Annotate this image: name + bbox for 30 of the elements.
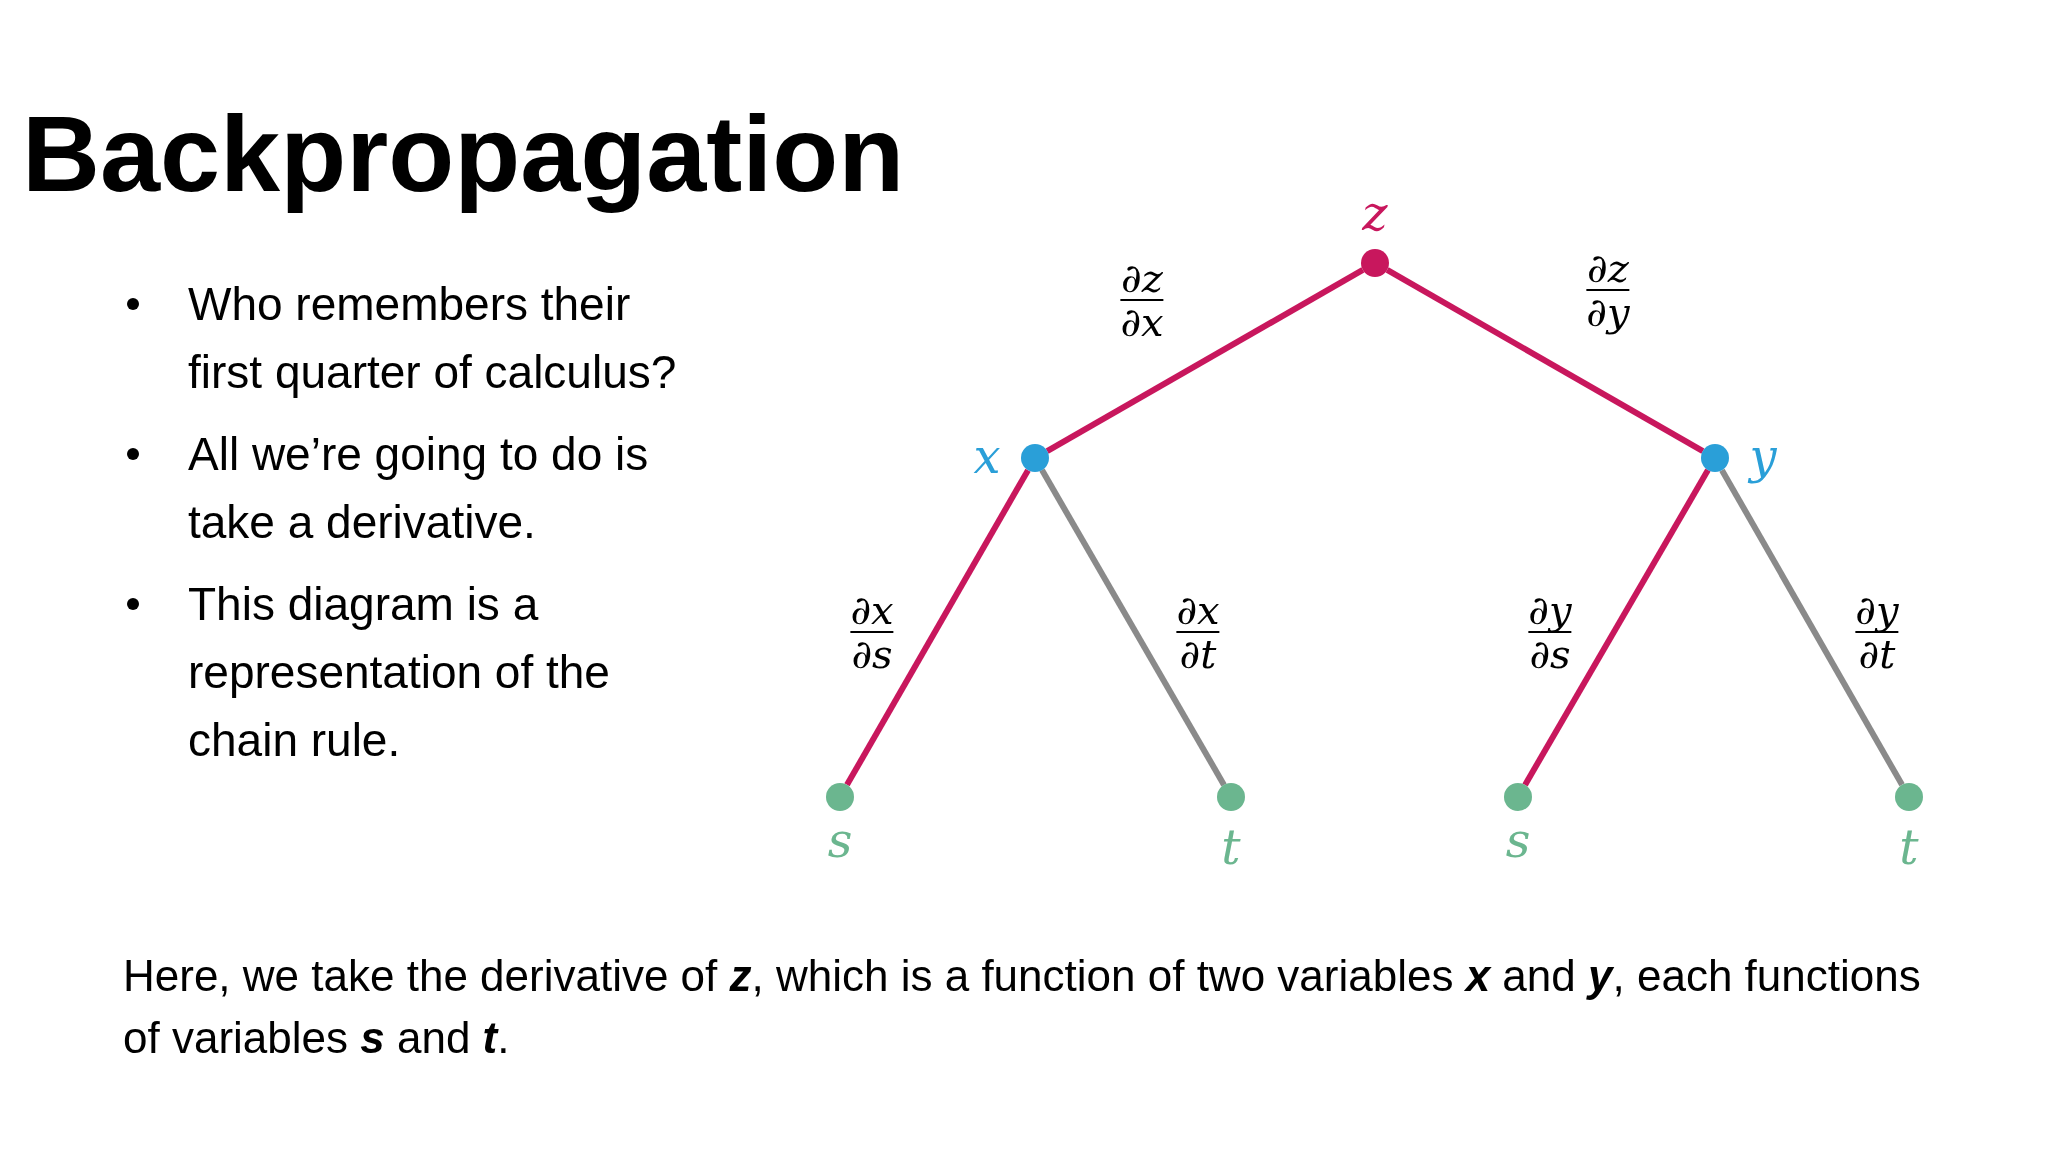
edge-label: ∂y ∂t bbox=[1855, 589, 1899, 675]
tree-branch bbox=[1522, 468, 1711, 787]
dot-node bbox=[1895, 783, 1923, 811]
tree-branch bbox=[1719, 468, 1905, 787]
variable-label: s bbox=[827, 815, 853, 864]
tree-branch bbox=[844, 468, 1031, 787]
dot-node bbox=[1021, 444, 1049, 472]
dot-node bbox=[1217, 783, 1245, 811]
slide-title: Backpropagation bbox=[22, 95, 905, 214]
dot-node bbox=[1701, 444, 1729, 472]
edge-label: ∂x ∂t bbox=[1176, 589, 1220, 675]
variable-label: z bbox=[1362, 188, 1388, 237]
bullet-text: This diagram is a representation of the chain rule. bbox=[188, 577, 611, 768]
bullet-text: Who remembers their first quarter of calculus? bbox=[188, 277, 678, 400]
variable-label: t bbox=[1221, 822, 1241, 871]
variable-label: t bbox=[1899, 822, 1919, 871]
edge-label: ∂x ∂s bbox=[850, 589, 894, 675]
variable-label: s bbox=[1505, 815, 1531, 864]
tree-branch bbox=[1385, 267, 1705, 454]
edge-label: ∂z ∂y bbox=[1586, 247, 1630, 333]
caption-text: Here, we take the derivative of z, which is a function of two variables x and y, each functions of variables s and t. bbox=[123, 950, 1922, 1064]
dot-node bbox=[1361, 249, 1389, 277]
tree-branch bbox=[1039, 468, 1227, 787]
tree-branch bbox=[1045, 267, 1365, 454]
variable-label: x bbox=[973, 431, 1001, 480]
edge-label: ∂y ∂s bbox=[1528, 589, 1572, 675]
bullet-text: All we’re going to do is take a derivative. bbox=[188, 427, 650, 550]
edge-label: ∂z ∂x bbox=[1120, 257, 1164, 343]
dot-node bbox=[1504, 783, 1532, 811]
dot-node bbox=[826, 783, 854, 811]
